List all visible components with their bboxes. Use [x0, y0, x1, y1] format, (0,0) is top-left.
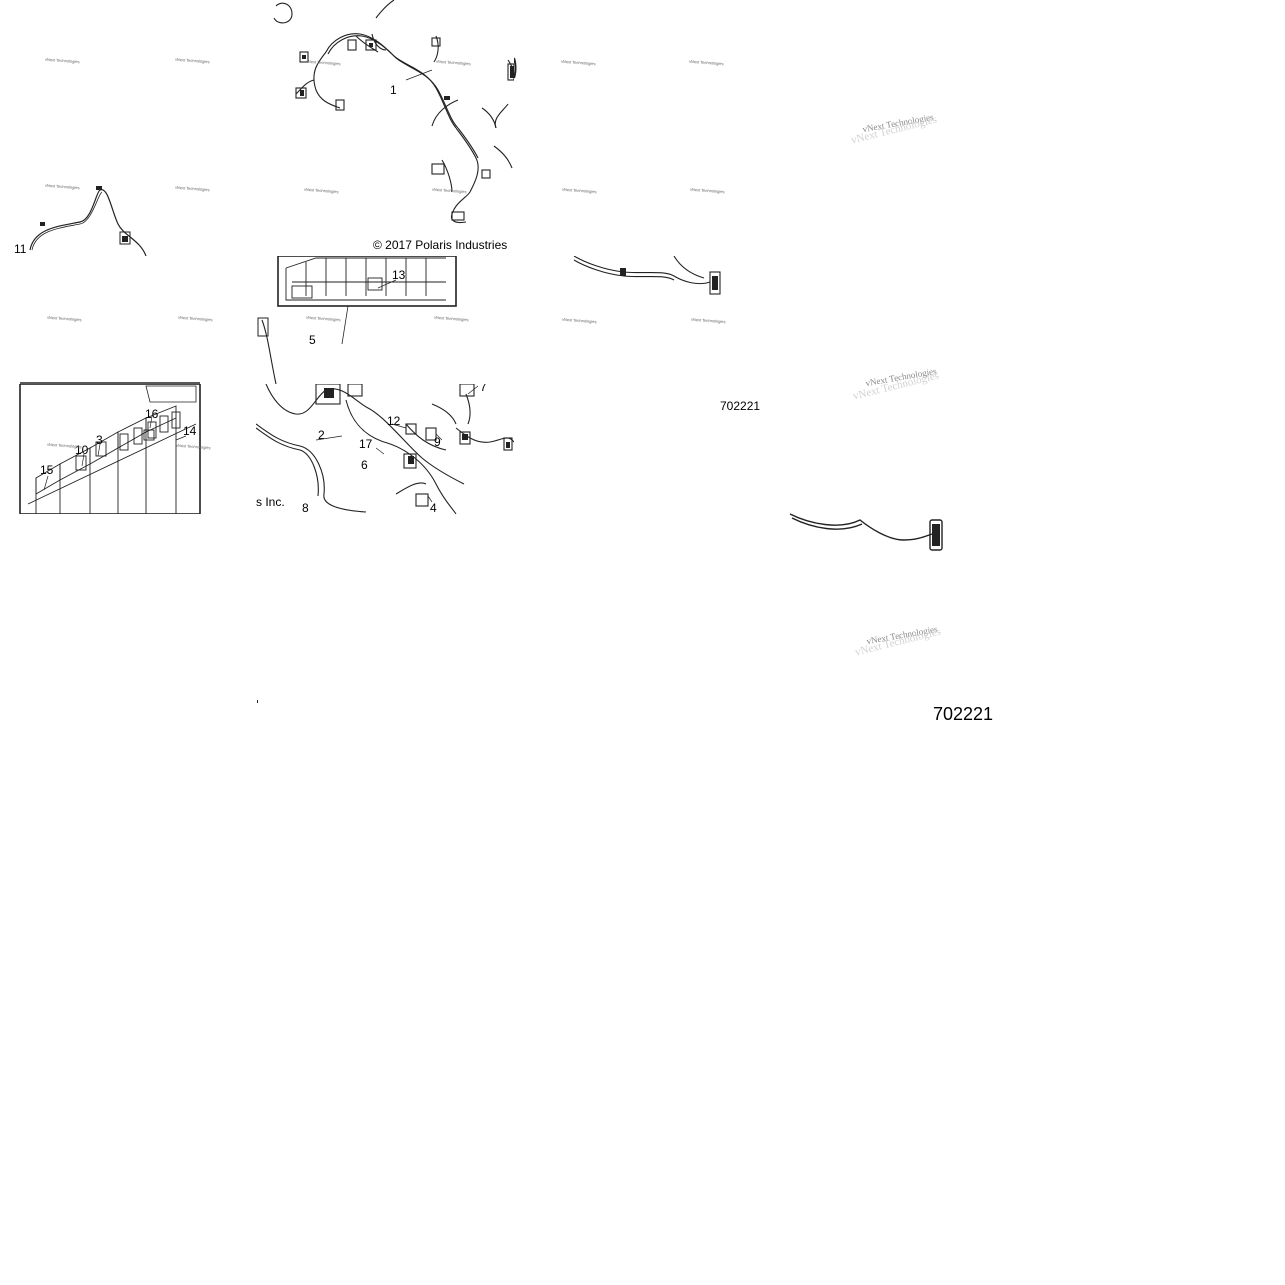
tile-center-bottom: 7 12 2 9 17 6 8 4 s Inc. [256, 384, 514, 514]
callout-12: 12 [387, 414, 401, 428]
callout-9: 9 [434, 435, 441, 449]
watermark: vNext Technologies [44, 56, 80, 65]
tile-rc-top: vNext Technologies vNext Technologies [514, 0, 770, 128]
main-harness-drawing [273, 0, 514, 128]
callout-4: 4 [430, 501, 437, 514]
copyright-tail: s Inc. [256, 495, 285, 509]
tile-left-third: vNext Technologies vNext Technologies [0, 256, 256, 384]
callout-13: 13 [392, 268, 406, 282]
harness-branch [431, 128, 513, 224]
callout-11: 11 [14, 242, 27, 256]
harness-branch-right [573, 256, 721, 295]
callout-10: 10 [75, 443, 89, 457]
callout-7: 7 [480, 384, 487, 394]
harness-edge [514, 57, 517, 79]
tile-left-bottom: 16 14 3 10 15 vNext Technologies vNext T… [0, 384, 256, 514]
callout-5: 5 [309, 333, 316, 347]
callout-14: 14 [183, 424, 197, 438]
watermark: vNext Technologies [689, 186, 725, 195]
callout-15: 15 [40, 463, 54, 477]
tile-center-top: 1 vNext Technologies vNext Technologies [256, 0, 514, 128]
tile-rc-bottom: 702221 [514, 384, 770, 514]
fuse-box-inset [19, 384, 201, 514]
callout-1: 1 [390, 83, 397, 97]
tile-rc-third: vNext Technologies vNext Technologies [514, 256, 770, 384]
callout-3: 3 [96, 433, 103, 447]
callout-2: 2 [318, 428, 325, 442]
tile-center-mid: vNext Technologies vNext Technologies © … [256, 128, 514, 256]
copyright-notice: © 2017 Polaris Industries [373, 238, 508, 252]
figure-number-small: 702221 [720, 399, 761, 413]
callout-6: 6 [361, 458, 368, 472]
tile-center-third: 13 vNext Technologies vNext Technologies… [256, 256, 514, 384]
fuse-box-callout [257, 256, 457, 384]
harness-lower-right [789, 513, 943, 551]
tile-left-top: vNext Technologies vNext Technologies [0, 0, 256, 128]
watermark: vNext Technologies [174, 56, 210, 65]
callout-8: 8 [302, 501, 309, 514]
tile-rc-mid: vNext Technologies vNext Technologies [514, 128, 770, 256]
figure-number-large: 702221 [933, 704, 994, 724]
fuse-box-detail [20, 382, 200, 384]
lower-harness-drawing [256, 384, 514, 514]
panel-right: vNext Technologies vNext Technologies vN… [770, 0, 1030, 770]
callout-16: 16 [145, 407, 159, 421]
tile-left-mid: vNext Technologies vNext Technologies 11 [0, 128, 256, 256]
watermark: vNext Technologies [561, 186, 597, 195]
harness-drawing [29, 186, 147, 256]
stray-mark [257, 700, 258, 703]
callout-17: 17 [359, 437, 373, 451]
